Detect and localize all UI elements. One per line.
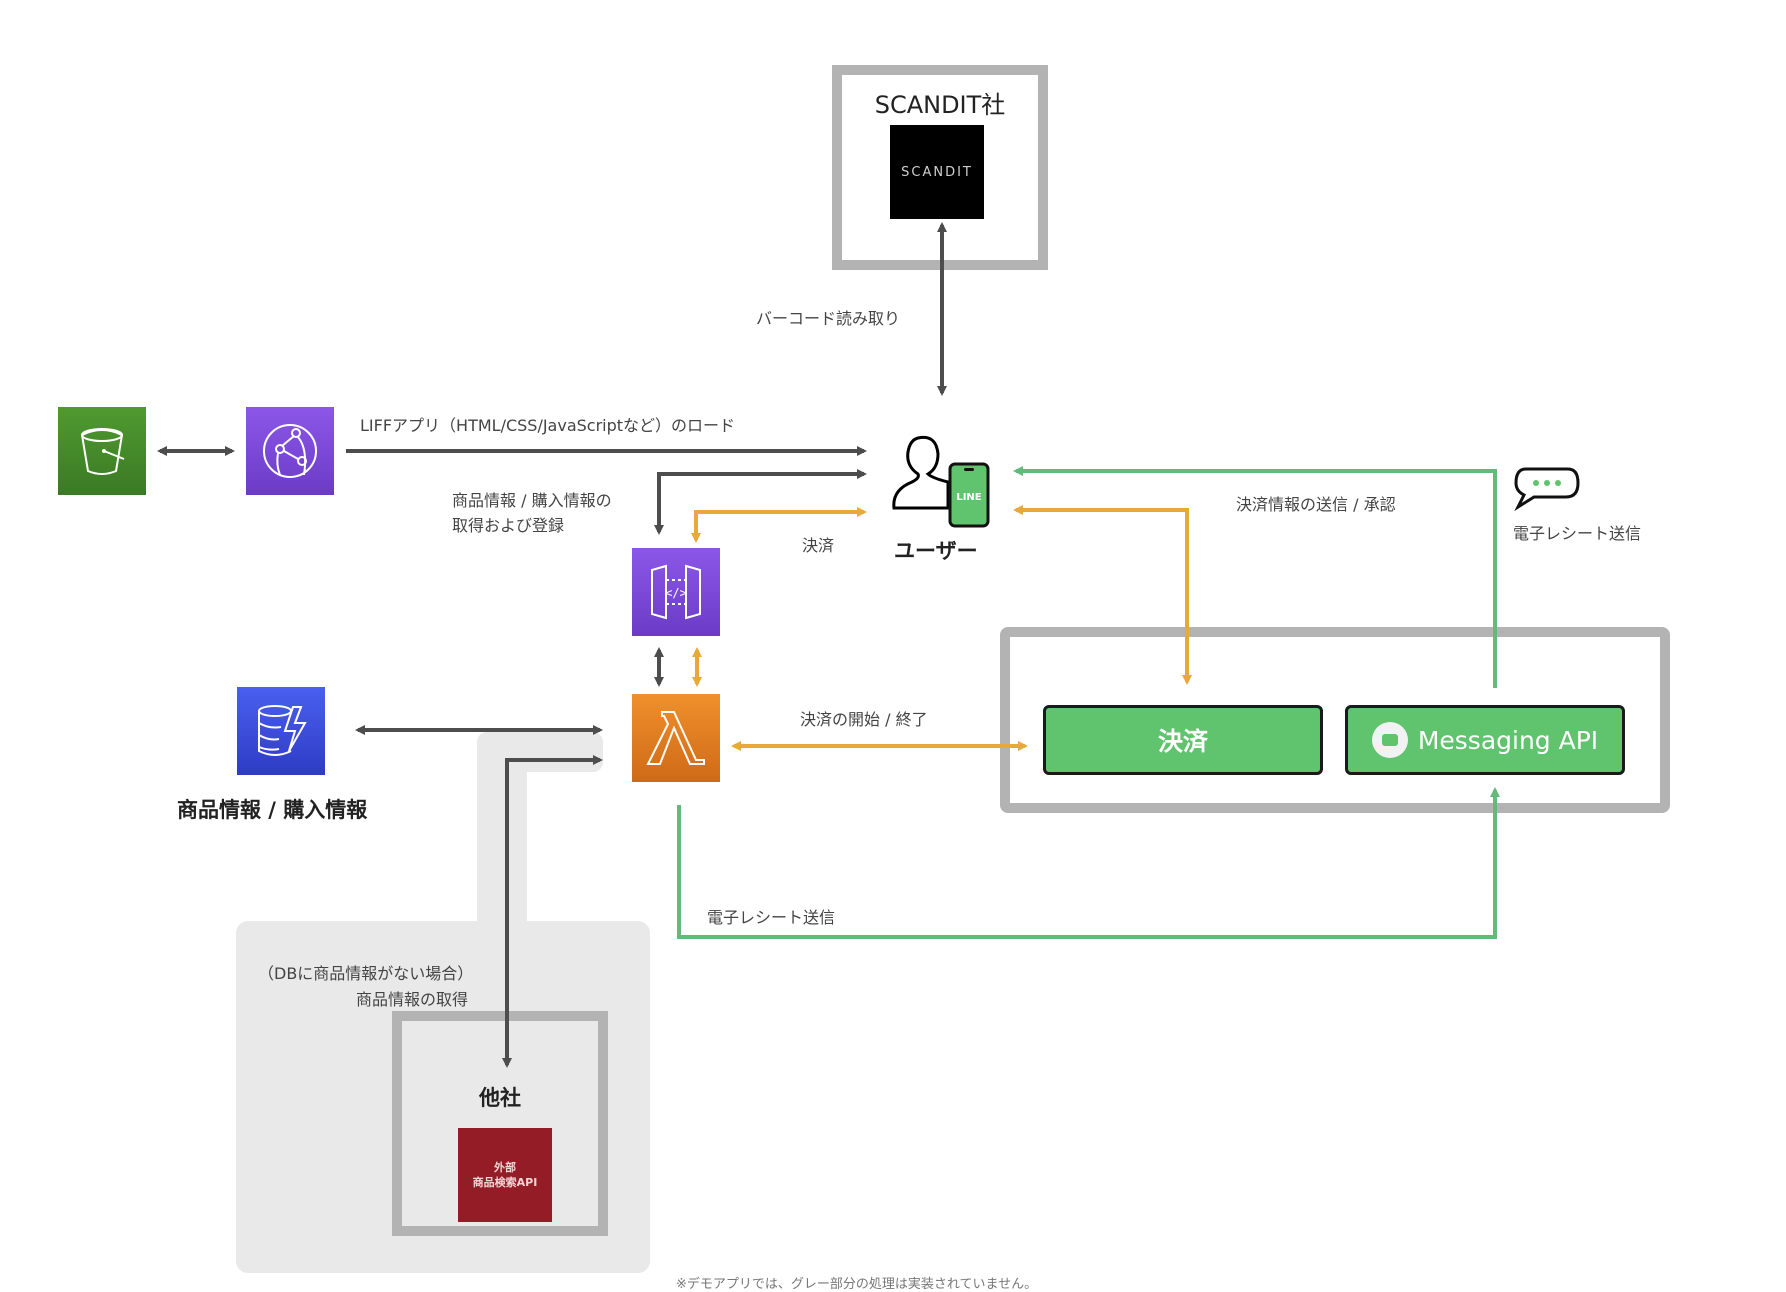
scandit-logo: SCANDIT (890, 125, 984, 219)
cloudfront-icon (246, 407, 334, 495)
payment-service-label: 決済 (1157, 727, 1208, 756)
label-receipt-bottom: 電子レシート送信 (707, 908, 836, 927)
scandit-logo-text: SCANDIT (901, 164, 973, 180)
label-receipt-top: 電子レシート送信 (1513, 524, 1642, 543)
arrow-external-lambda (502, 755, 603, 1068)
payment-service[interactable]: 決済 (1043, 705, 1323, 775)
messaging-chat-icon (1371, 722, 1408, 758)
arrow-payment-user-api (691, 507, 867, 543)
external-product-api: 外部 商品検索API (458, 1128, 552, 1222)
label-payment-small: 決済 (802, 536, 835, 555)
messaging-api-label: Messaging API (1417, 725, 1599, 755)
label-db: 商品情報 / 購入情報 (177, 798, 368, 822)
arrow-messaging-user (1013, 466, 1497, 688)
external-api-line1: 外部 (494, 1161, 516, 1174)
label-payment-info: 決済情報の送信 / 承認 (1236, 495, 1396, 514)
label-barcode: バーコード読み取り (756, 309, 901, 328)
line-platform-frame (1000, 627, 1670, 813)
arrow-product-info (654, 469, 867, 535)
lambda-icon (632, 694, 720, 782)
phone-line-text: LINE (956, 492, 981, 503)
messaging-api-service[interactable]: Messaging API (1345, 705, 1625, 775)
other-company-frame (392, 1011, 608, 1236)
svg-text:</>: </> (665, 586, 687, 600)
s3-bucket-icon (58, 407, 146, 495)
scandit-title: SCANDIT社 (874, 91, 1006, 119)
label-user: ユーザー (894, 539, 978, 563)
label-product-info-2: 取得および登録 (452, 516, 565, 535)
api-gateway-icon: </> (632, 548, 720, 636)
label-no-db-2: 商品情報の取得 (356, 990, 469, 1009)
external-api-line2: 商品検索API (472, 1176, 538, 1189)
chat-bubble-icon (1512, 465, 1582, 513)
arrow-lambda-messaging (677, 787, 1500, 939)
label-liff-load: LIFFアプリ（HTML/CSS/JavaScriptなど）のロード (360, 416, 736, 435)
dynamodb-icon (237, 687, 325, 775)
label-payment-start-end: 決済の開始 / 終了 (800, 710, 928, 729)
arrow-user-payment (1013, 505, 1192, 685)
label-no-db-1: （DBに商品情報がない場合） (258, 964, 474, 983)
label-other-company: 他社 (479, 1086, 521, 1110)
footnote: ※デモアプリでは、グレー部分の処理は実装されていません。 (676, 1277, 1038, 1292)
user-with-phone-icon: LINE (888, 430, 994, 530)
label-product-info-1: 商品情報 / 購入情報の (452, 491, 612, 510)
